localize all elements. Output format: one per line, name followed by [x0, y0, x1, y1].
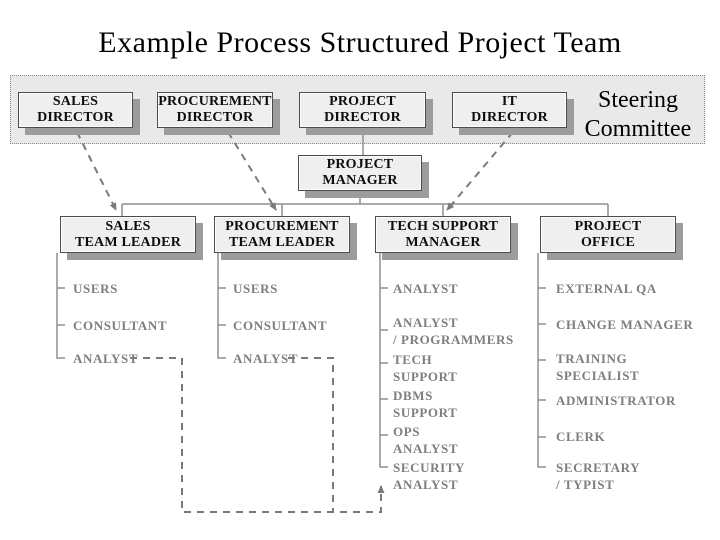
member-office-administrator: ADMINISTRATOR	[556, 393, 677, 408]
spine-tech-support	[379, 253, 388, 468]
box-project-manager: PROJECT MANAGER	[298, 155, 422, 191]
box-project-director: PROJECT DIRECTOR	[299, 92, 426, 128]
member-sales-consultant: CONSULTANT	[73, 318, 168, 333]
steering-committee-label: Steering Committee	[584, 87, 692, 142]
member-procurement-consultant: CONSULTANT	[233, 318, 328, 333]
member-office-external-qa: EXTERNAL QA	[556, 281, 657, 296]
spine-project-office	[537, 253, 546, 468]
spine-procurement-team	[217, 253, 226, 359]
member-tech-ops-analyst: OPS ANALYST	[393, 424, 459, 456]
member-office-training-specialist: TRAINING SPECIALIST	[556, 351, 640, 383]
member-tech-support: TECH SUPPORT	[393, 352, 458, 384]
ticks-tech-support	[380, 287, 388, 436]
box-project-office: PROJECT OFFICE	[540, 216, 676, 253]
spine-sales-team	[56, 253, 65, 359]
member-sales-users: USERS	[73, 281, 118, 296]
dashed-analyst-loop-arrow	[130, 357, 385, 513]
ticks-procurement-team	[218, 287, 226, 326]
box-it-director: IT DIRECTOR	[452, 92, 567, 128]
member-office-clerk: CLERK	[556, 429, 606, 444]
member-tech-security-analyst: SECURITY ANALYST	[393, 460, 465, 492]
member-office-secretary-typist: SECRETARY / TYPIST	[556, 460, 641, 492]
member-tech-analyst-programmers: ANALYST / PROGRAMMERS	[393, 315, 514, 347]
member-tech-analyst: ANALYST	[393, 281, 459, 296]
box-tech-support-manager: TECH SUPPORT MANAGER	[375, 216, 511, 253]
ticks-project-office	[538, 287, 546, 438]
page-title: Example Process Structured Project Team	[98, 26, 622, 59]
member-procurement-users: USERS	[233, 281, 278, 296]
box-sales-team-leader: SALES TEAM LEADER	[60, 216, 196, 253]
box-procurement-director: PROCUREMENT DIRECTOR	[157, 92, 273, 128]
box-procurement-team-leader: PROCUREMENT TEAM LEADER	[214, 216, 350, 253]
box-sales-director: SALES DIRECTOR	[18, 92, 133, 128]
member-sales-analyst: ANALYST	[73, 351, 139, 366]
ticks-sales-team	[57, 287, 65, 326]
dashed-analyst2-drop	[288, 357, 334, 511]
member-office-change-manager: CHANGE MANAGER	[556, 317, 694, 332]
member-tech-dbms-support: DBMS SUPPORT	[393, 388, 458, 420]
member-procurement-analyst: ANALYST	[233, 351, 299, 366]
